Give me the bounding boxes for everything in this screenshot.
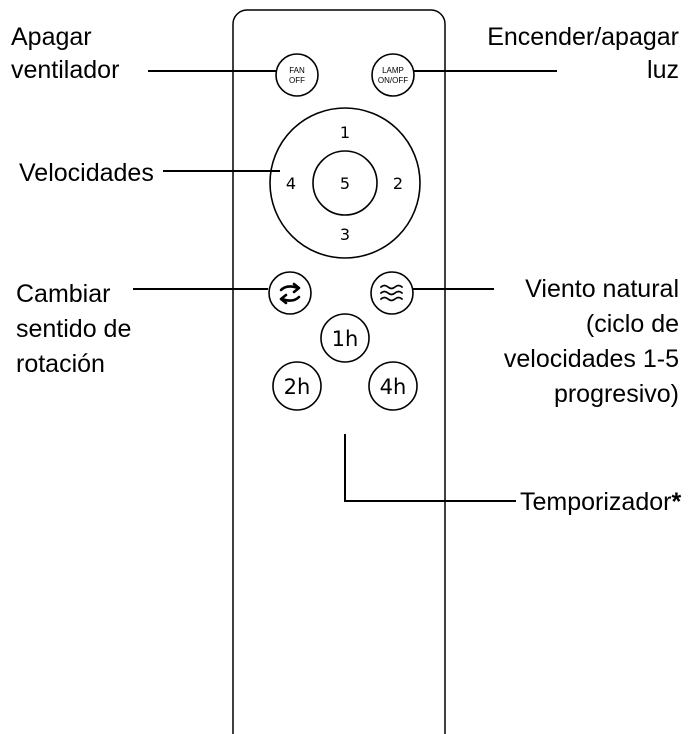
fan-off-callout-line1: Apagar — [11, 23, 92, 51]
timer-1h-button[interactable]: 1h — [320, 313, 370, 363]
lamp-label-line1: LAMP — [382, 66, 404, 75]
wind-waves-icon — [380, 284, 403, 302]
speed-ring: 1 2 3 4 5 — [269, 107, 421, 259]
lamp-label-line2: ON/OFF — [378, 76, 408, 85]
speed-5-button[interactable] — [312, 150, 378, 216]
timer-leader-line — [344, 434, 516, 502]
timer-4h-button[interactable]: 4h — [368, 361, 418, 411]
fan-off-button[interactable]: FAN OFF — [275, 53, 319, 97]
timer-2h-label: 2h — [284, 375, 311, 399]
timer-callout: Temporizador* — [520, 488, 681, 516]
fan-off-label-line2: OFF — [289, 76, 305, 85]
speed-1-label[interactable]: 1 — [340, 123, 350, 142]
fan-off-label-line1: FAN — [289, 66, 305, 75]
reverse-callout-line3: rotación — [16, 350, 105, 378]
lamp-callout-line1: Encender/apagar — [487, 23, 679, 51]
fan-off-callout-line2: ventilador — [11, 56, 119, 84]
speed-4-label[interactable]: 4 — [286, 174, 296, 193]
timer-4h-label: 4h — [380, 375, 407, 399]
natural-wind-button[interactable] — [370, 271, 414, 315]
speed-5-label: 5 — [340, 174, 350, 193]
reverse-rotation-button[interactable] — [268, 271, 312, 315]
speed-2-label[interactable]: 2 — [393, 174, 403, 193]
timer-2h-button[interactable]: 2h — [272, 361, 322, 411]
lamp-callout-line2: luz — [647, 56, 679, 84]
reverse-callout-line1: Cambiar — [16, 280, 110, 308]
timer-1h-label: 1h — [332, 327, 359, 351]
timer-callout-text: Temporizador — [520, 488, 671, 516]
speed-3-label[interactable]: 3 — [340, 225, 350, 244]
natural-wind-callout-line4: progresivo) — [554, 380, 679, 408]
natural-wind-callout-line2: (ciclo de — [586, 310, 679, 338]
reverse-callout-line2: sentido de — [16, 315, 131, 343]
natural-wind-callout-line3: velocidades 1-5 — [504, 345, 679, 373]
speeds-callout: Velocidades — [19, 159, 154, 187]
lamp-toggle-button[interactable]: LAMP ON/OFF — [371, 53, 415, 97]
natural-wind-callout-line1: Viento natural — [525, 275, 679, 303]
timer-asterisk: * — [671, 488, 681, 516]
rotate-arrows-icon — [279, 282, 301, 305]
